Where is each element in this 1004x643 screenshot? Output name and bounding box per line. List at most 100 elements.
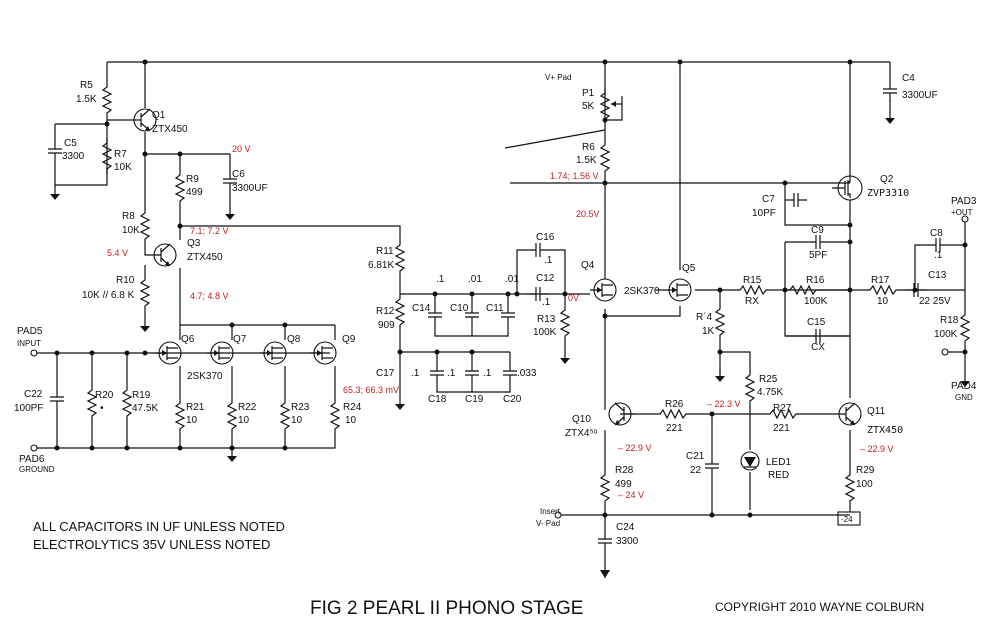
label-c19: C19 [465, 394, 484, 405]
label-c13: C13 [928, 270, 947, 281]
label-c12: C12 [536, 273, 555, 284]
label-r11: R11 [376, 246, 394, 257]
label-c17-value: .1 [411, 368, 420, 379]
label-c18-value: .1 [447, 368, 456, 379]
footer: ALL CAPACITORS IN UF UNLESS NOTED ELECTR… [33, 519, 924, 619]
label-r27: R27 [773, 403, 792, 414]
label-r20: R20 [95, 390, 114, 401]
label-r23-value: 10 [291, 415, 303, 426]
label-r29-value: 100 [856, 479, 873, 490]
label-c5: C5 [64, 138, 77, 149]
label-c12-value: .1 [542, 297, 551, 308]
label-r22-value: 10 [238, 415, 250, 426]
label-r5: R5 [80, 80, 93, 91]
label-q6: Q6 [181, 334, 195, 345]
label-c5-value: 3300 [62, 151, 85, 162]
label-c22: C22 [24, 389, 43, 400]
copyright: COPYRIGHT 2010 WAYNE COLBURN [715, 600, 924, 614]
label-c22-value: 100PF [14, 403, 43, 414]
label-r21: R21 [186, 402, 205, 413]
label-c11-value: .01 [505, 274, 519, 285]
label-c14: C14 [412, 303, 431, 314]
label-r25: R25 [759, 374, 778, 385]
label-r27-value: 221 [773, 423, 790, 434]
label-q3-type: ZTX450 [187, 252, 223, 263]
label-c8: C8 [930, 228, 943, 239]
label-r26-value: 221 [666, 423, 683, 434]
label-c21-value: 22 [690, 465, 702, 476]
label-q11: Q11 [867, 406, 886, 417]
label-q1-type: ZTX450 [152, 124, 188, 135]
label-q5: Q5 [682, 263, 696, 274]
label-p1: P1 [582, 88, 595, 99]
label-r23: R23 [291, 402, 310, 413]
label-r26: R26 [665, 399, 684, 410]
label-led1: LED1 [766, 457, 791, 468]
label-c21: C21 [686, 451, 705, 462]
label-r24: R24 [343, 402, 362, 413]
label-r12-value: 909 [378, 320, 395, 331]
label-q7: Q7 [233, 334, 247, 345]
label-r8-value: 10K [122, 225, 140, 236]
label-r8: R8 [122, 211, 135, 222]
label-c4: C4 [902, 73, 915, 84]
label-r13: R13 [537, 314, 556, 325]
label-q2: Q2 [880, 174, 894, 185]
label-c18: C18 [428, 394, 447, 405]
voltage-1-74: 1.74; 1.56 V [550, 171, 599, 181]
label-led1-value: RED [768, 470, 789, 481]
label-r13-value: 100K [533, 327, 557, 338]
label-q9: Q9 [342, 334, 356, 345]
label-r16-value: 100K [804, 296, 828, 307]
label-r10-value: 10K // 6.8 K [82, 290, 135, 301]
voltage-65-3: 65.3; 66.3 mV [343, 385, 399, 395]
voltage-20v: 20 V [232, 144, 251, 154]
label-p1-value: 5K [582, 101, 595, 112]
label-q2-type: ZVP3310 [867, 188, 909, 199]
label-q4: Q4 [581, 260, 595, 271]
voltage-neg22-9-right: – 22.9 V [860, 444, 894, 454]
label-c9-value: 5PF [809, 250, 827, 261]
label-r18-value: 100K [934, 329, 958, 340]
label-insert: Insert [540, 507, 561, 516]
figure-title: FIG 2 PEARL II PHONO STAGE [310, 598, 583, 619]
label-c20-value: .033 [517, 368, 537, 379]
label-r5-value: 1.5K [76, 94, 97, 105]
label-r28-value: 499 [615, 479, 632, 490]
label-pad6: PAD6 [19, 454, 45, 465]
label-r25-value: 4.75K [757, 387, 783, 398]
label-r7-value: 10K [114, 162, 132, 173]
label-c15: C15 [807, 317, 826, 328]
label-c10: C10 [450, 303, 469, 314]
label-c6-value: 3300UF [232, 183, 268, 194]
label-c24-value: 3300 [616, 536, 639, 547]
voltage-5-4: 5.4 V [107, 248, 128, 258]
label-c15-value: CX [811, 342, 825, 353]
label-pad5-input: INPUT [17, 339, 41, 348]
label-c6: C6 [232, 169, 245, 180]
note-capacitors: ALL CAPACITORS IN UF UNLESS NOTED [33, 519, 285, 534]
label-c16-value: .1 [544, 255, 553, 266]
component-labels: R5 1.5K Q1 ZTX450 C5 3300 R7 10K R9 499 … [14, 73, 959, 547]
label-r28: R28 [615, 465, 634, 476]
label-r17: R17 [871, 275, 890, 286]
label-pad3-out: +OUT [951, 208, 973, 217]
label-r17-value: 10 [877, 296, 889, 307]
voltage-0v: 0V [568, 293, 579, 303]
note-electrolytics: ELECTROLYTICS 35V UNLESS NOTED [33, 537, 270, 552]
label-c10-value: .01 [468, 274, 482, 285]
label-c9: C9 [811, 225, 824, 236]
label-r20-value: • [100, 403, 104, 414]
label-q1: Q1 [152, 110, 166, 121]
label-r19-value: 47.5K [132, 403, 158, 414]
label-r29: R29 [856, 465, 875, 476]
label-pad3: PAD3 [951, 196, 977, 207]
label-c11: C11 [486, 303, 504, 314]
label-r15: R15 [743, 275, 762, 286]
label-r14-value: 1K [702, 326, 715, 337]
label-neg24-box: -24 [841, 515, 853, 524]
label-r14: R´4 [696, 311, 713, 323]
label-r19: R19 [132, 390, 151, 401]
label-c14-value: .1 [436, 274, 445, 285]
